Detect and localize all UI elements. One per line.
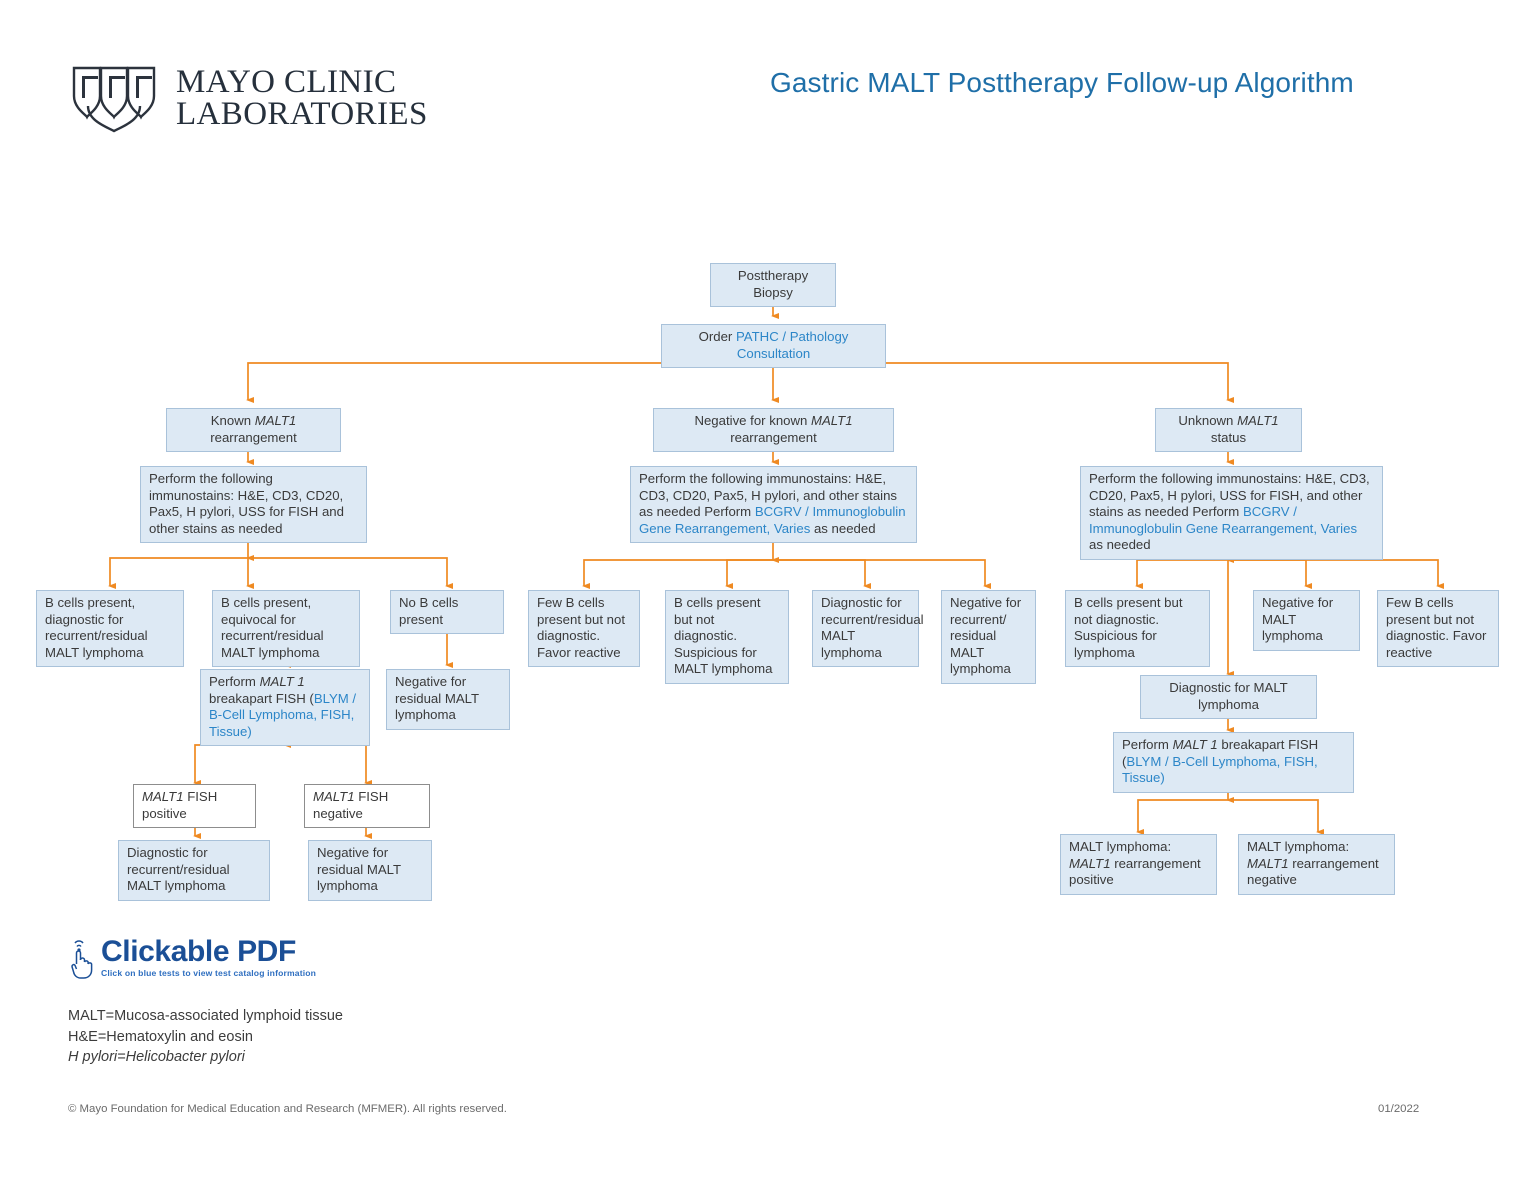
t: Unknown <box>1178 413 1238 428</box>
node-l-malt1-fish-negative[interactable]: MALT1 FISH negative <box>304 784 430 828</box>
node-m-diagnostic-recurrent[interactable]: Diagnostic for recurrent/residual MALT l… <box>812 590 924 667</box>
node-r-few-b-cells-reactive[interactable]: Few B cells present but not diagnostic. … <box>1377 590 1499 667</box>
link-blym[interactable]: BLYM / B-Cell Lymphoma, FISH, Tissue <box>1122 753 1318 786</box>
note-malt: MALT=Mucosa-associated lymphoid tissue <box>68 1008 343 1024</box>
node-known-malt1-rearrangement[interactable]: Known MALT1 rearrangement <box>166 408 341 452</box>
t: Perform the following immunostains: H&E,… <box>1089 471 1370 519</box>
node-r-perform-malt1-fish[interactable]: Perform MALT 1 breakapart FISH (BLYM / B… <box>1113 732 1354 793</box>
t: Negative for known <box>694 413 812 428</box>
mayo-clinic-laboratories-logo: MAYO CLINIC LABORATORIES <box>68 62 428 134</box>
node-stains-right[interactable]: Perform the following immunostains: H&E,… <box>1080 466 1383 560</box>
t: breakapart FISH ( <box>1122 737 1319 769</box>
t: Perform <box>1122 737 1173 752</box>
t: rearrangement <box>730 429 817 445</box>
note-h-pylori: H pylori=Helicobacter pylori <box>68 1049 245 1065</box>
t: as needed <box>810 520 876 536</box>
t: MALT lymphoma: <box>1247 839 1350 854</box>
gene-malt1: MALT1 <box>313 789 355 804</box>
t: Perform the following immunostains: H&E,… <box>639 471 898 519</box>
t: ) <box>1160 770 1165 785</box>
node-negative-known-malt1[interactable]: Negative for known MALT1 rearrangement <box>653 408 894 452</box>
clickable-pdf-badge[interactable]: Clickable PDF Click on blue tests to vie… <box>66 936 316 980</box>
revision-date: 01/2022 <box>1378 1103 1420 1115</box>
t: rearrangement <box>210 429 297 445</box>
node-r-malt-rearrangement-negative[interactable]: MALT lymphoma: MALT1 rearrangement negat… <box>1238 834 1395 895</box>
t: breakapart FISH ( <box>209 690 314 706</box>
note-he: H&E=Hematoxylin and eosin <box>68 1028 253 1045</box>
node-l-negative-residual-2[interactable]: Negative for residual MALT lymphoma <box>308 840 432 901</box>
node-m-few-b-cells-reactive[interactable]: Few B cells present but not diagnostic. … <box>528 590 640 667</box>
node-l-no-b-cells[interactable]: No B cells present <box>390 590 504 634</box>
gene-malt1: MALT1 <box>1237 413 1279 428</box>
page-title: Gastric MALT Posttherapy Follow-up Algor… <box>770 67 1354 98</box>
t: status <box>1210 429 1247 445</box>
gene-malt1: MALT1 <box>142 789 184 804</box>
node-l-malt1-fish-positive[interactable]: MALT1 FISH positive <box>133 784 256 828</box>
gene-malt1: MALT 1 <box>259 674 305 689</box>
link-blym[interactable]: BLYM / B-Cell Lymphoma, FISH, Tissue <box>209 690 357 739</box>
order-prefix: Order <box>698 329 736 344</box>
node-order-pathc[interactable]: Order PATHC / Pathology Consultation <box>661 324 886 368</box>
clickable-pdf-subtitle: Click on blue tests to view test catalog… <box>101 968 317 978</box>
copyright-text: © Mayo Foundation for Medical Education … <box>68 1103 507 1115</box>
node-unknown-malt1-status[interactable]: Unknown MALT1 status <box>1155 408 1302 452</box>
clickable-pdf-title: Clickable PDF <box>101 935 296 968</box>
t: MALT lymphoma: <box>1069 839 1172 854</box>
gene-malt1: MALT1 <box>1069 855 1111 871</box>
node-m-negative-recurrent[interactable]: Negative for recurrent/ residual MALT ly… <box>941 590 1036 684</box>
gene-malt1: MALT 1 <box>1172 737 1218 752</box>
t: as needed <box>1089 537 1151 552</box>
logo-line-2: LABORATORIES <box>176 96 428 132</box>
link-bcgrv[interactable]: BCGRV / Immunoglobulin Gene Rearrangemen… <box>1089 504 1358 536</box>
link-pathc[interactable]: PATHC / Pathology Consultation <box>735 329 849 361</box>
node-l-b-cells-equivocal[interactable]: B cells present, equivocal for recurrent… <box>212 590 360 667</box>
node-m-b-cells-suspicious[interactable]: B cells present but not diagnostic. Susp… <box>665 590 789 684</box>
t: FISH negative <box>313 789 389 821</box>
t: rearrangement positive <box>1069 855 1201 888</box>
gene-malt1: MALT1 <box>254 413 297 428</box>
node-posttherapy-biopsy[interactable]: Posttherapy Biopsy <box>710 263 836 307</box>
logo-line-1: MAYO CLINIC <box>176 63 397 100</box>
node-r-malt-rearrangement-positive[interactable]: MALT lymphoma: MALT1 rearrangement posit… <box>1060 834 1217 895</box>
t: rearrangement negative <box>1247 855 1379 888</box>
t: ) <box>247 723 252 739</box>
abbreviation-notes: MALT=Mucosa-associated lymphoid tissue H… <box>68 1006 343 1068</box>
link-bcgrv[interactable]: BCGRV / Immunoglobulin Gene Rearrangemen… <box>639 504 906 536</box>
t: Known <box>210 413 255 428</box>
gene-malt1: MALT1 <box>811 413 853 428</box>
node-l-negative-residual[interactable]: Negative for residual MALT lymphoma <box>386 669 510 730</box>
node-stains-left[interactable]: Perform the following immunostains: H&E,… <box>140 466 367 543</box>
node-r-b-cells-suspicious[interactable]: B cells present but not diagnostic. Susp… <box>1065 590 1210 667</box>
gene-malt1: MALT1 <box>1247 855 1289 871</box>
node-stains-middle[interactable]: Perform the following immunostains: H&E,… <box>630 466 917 543</box>
t: FISH positive <box>142 789 218 821</box>
node-l-b-cells-diagnostic[interactable]: B cells present, diagnostic for recurren… <box>36 590 184 667</box>
pointing-hand-cursor-icon <box>71 940 93 979</box>
t: Perform <box>209 674 260 689</box>
node-r-negative-malt[interactable]: Negative for MALT lymphoma <box>1253 590 1360 651</box>
mayo-shields-icon <box>72 66 156 133</box>
node-r-diagnostic-malt[interactable]: Diagnostic for MALT lymphoma <box>1140 675 1317 719</box>
node-l-perform-malt1-fish[interactable]: Perform MALT 1 breakapart FISH (BLYM / B… <box>200 669 370 746</box>
node-l-diagnostic-recurrent[interactable]: Diagnostic for recurrent/residual MALT l… <box>118 840 270 901</box>
